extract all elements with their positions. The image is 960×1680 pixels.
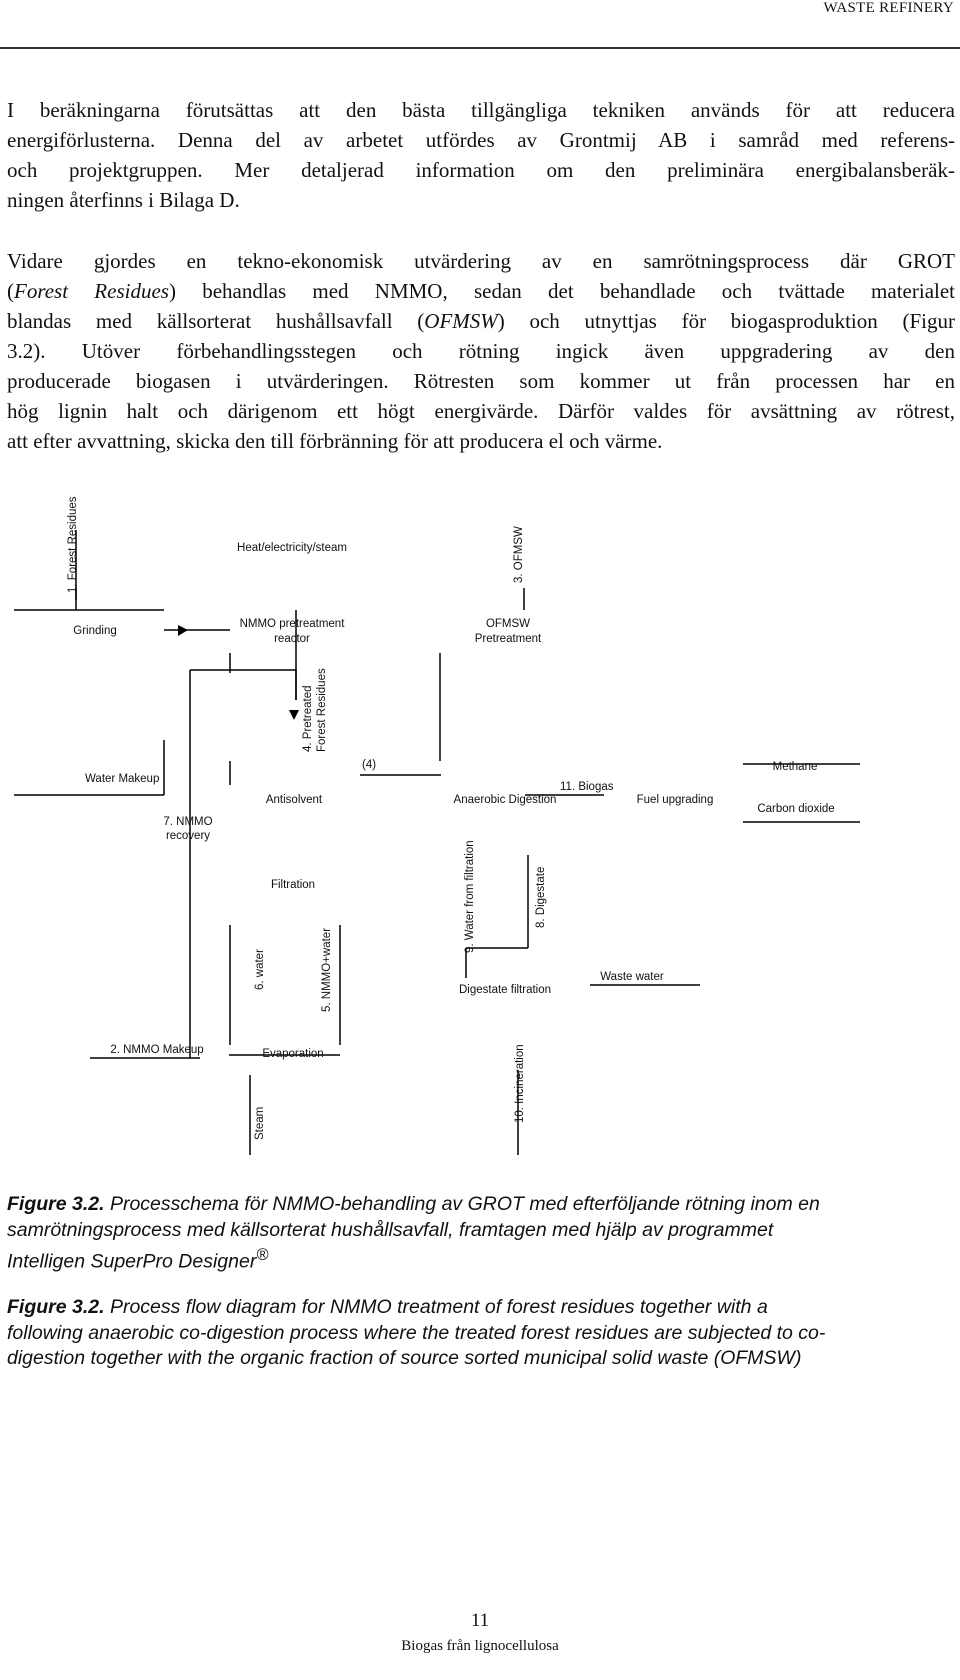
stream-pretreated-forest-residues: 4. Pretreated (302, 686, 314, 752)
paragraph-line: blandas med källsorterat hushållsavfall … (7, 306, 955, 336)
unit-ofmsw-pretreatment: OFMSW (486, 618, 530, 630)
stream-water-from-filtration: 9. Water from filtration (464, 840, 476, 953)
stream-heat-electricity-steam: Heat/electricity/steam (237, 542, 347, 554)
stream-nmmo-water: 5. NMMO+water (321, 928, 333, 1012)
page-number: 11 (470, 1610, 490, 1631)
stream-lines (14, 530, 860, 1155)
stream-water-makeup: Water Makeup (85, 773, 159, 785)
caption-text: Processchema för NMMO-behandling av GROT… (104, 1193, 820, 1215)
paragraph-text: ) behandlas med NMMO, sedan det behandla… (168, 279, 955, 303)
paragraph-line: Vidare gjordes en tekno-ekonomisk utvärd… (7, 249, 955, 273)
paragraph-line: och projektgruppen. Mer detaljerad infor… (7, 158, 955, 182)
stream-biogas: 11. Biogas (560, 781, 614, 793)
paragraph-evaluation: Vidare gjordes en tekno-ekonomisk utvärd… (7, 246, 955, 456)
unit-nmmo-reactor: reactor (274, 633, 310, 645)
unit-fuel-upgrading: Fuel upgrading (637, 794, 714, 806)
unit-grinding: Grinding (73, 625, 116, 637)
unit-antisolvent: Antisolvent (266, 794, 323, 806)
registered-mark: ® (256, 1246, 269, 1264)
figure-caption-english: Figure 3.2. Process flow diagram for NMM… (7, 1295, 955, 1372)
caption-text: Intelligen SuperPro Designer (7, 1250, 257, 1273)
paragraph-text: blandas med källsorterat hushållsavfall … (7, 309, 425, 333)
stream-nmmo-recovery: 7. NMMO (163, 816, 212, 828)
figure-caption-swedish: Figure 3.2. Processchema för NMMO-behand… (7, 1192, 955, 1275)
arrowhead-icon (289, 710, 299, 720)
term-forest-residues: Forest Residues (14, 279, 169, 303)
stream-incineration: 10. Incineration (514, 1044, 526, 1123)
unit-anaerobic-digestion: Anaerobic Digestion (454, 794, 557, 806)
stream-forest-residues: 1. Forest Residues (67, 496, 79, 593)
paragraph-line: I beräkningarna förutsättas att den bäst… (7, 98, 955, 122)
running-footer: Biogas från lignocellulosa (401, 1638, 559, 1654)
unit-filtration: Filtration (271, 879, 315, 891)
stream-water: 6. water (254, 949, 266, 990)
paren-open: ( (7, 279, 14, 303)
paragraph-line: producerade biogasen i utvärderingen. Rö… (7, 369, 955, 393)
running-header: WASTE REFINERY (823, 0, 954, 16)
stream-4: (4) (362, 759, 376, 771)
paragraph-line: ningen återfinns i Bilaga D. (7, 188, 240, 212)
paragraph-line: hög lignin halt och därigenom ett högt e… (7, 399, 955, 423)
unit-digestate-filtration: Digestate filtration (459, 984, 551, 996)
unit-evaporation: Evaporation (262, 1048, 323, 1060)
header-rule (0, 47, 960, 49)
stream-digestate: 8. Digestate (535, 867, 547, 928)
caption-text: samrötningsprocess med källsorterat hush… (7, 1218, 774, 1241)
stream-methane: Methane (773, 761, 818, 773)
stream-pretreated-forest-residues: Forest Residues (316, 668, 328, 752)
paragraph-line: (Forest Residues) behandlas med NMMO, se… (7, 276, 955, 306)
figure-label: Figure 3.2. (7, 1193, 105, 1215)
figure-label: Figure 3.2. (7, 1296, 105, 1318)
term-ofmsw: OFMSW (424, 309, 498, 333)
stream-carbon-dioxide: Carbon dioxide (757, 803, 834, 815)
stream-waste-water: Waste water (600, 971, 664, 983)
arrowhead-icon (178, 625, 188, 636)
stream-nmmo-recovery: recovery (166, 830, 210, 842)
stream-ofmsw: 3. OFMSW (513, 526, 525, 583)
paragraph-text: ) och utnyttjas för biogasproduktion (Fi… (497, 309, 955, 333)
unit-ofmsw-pretreatment: Pretreatment (475, 633, 542, 645)
process-flow-diagram: Grinding NMMO pretreatment reactor OFMSW… (14, 496, 860, 1155)
stream-steam: Steam (254, 1107, 266, 1140)
unit-nmmo-reactor: NMMO pretreatment (240, 618, 346, 630)
paragraph-energy: I beräkningarna förutsättas att den bäst… (7, 95, 955, 215)
paragraph-line: att efter avvattning, skicka den till fö… (7, 429, 663, 453)
paragraph-line: energiförlusterna. Denna del av arbetet … (7, 128, 955, 152)
caption-text: Process flow diagram for NMMO treatment … (104, 1296, 768, 1318)
caption-text: following anaerobic co-digestion process… (7, 1321, 826, 1344)
caption-text: digestion together with the organic frac… (7, 1347, 802, 1369)
stream-nmmo-makeup: 2. NMMO Makeup (110, 1044, 203, 1056)
paragraph-line: 3.2). Utöver förbehandlingsstegen och rö… (7, 339, 955, 363)
